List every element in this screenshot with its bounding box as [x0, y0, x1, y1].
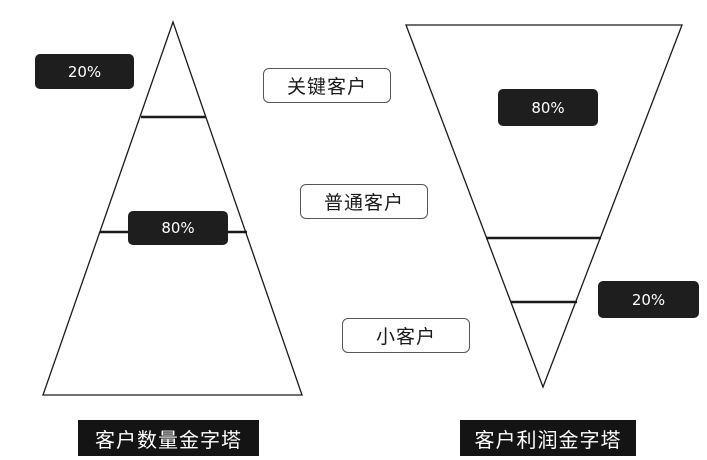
tier-normal-customer-label: 普通客户: [300, 184, 428, 219]
profit-pyramid-caption: 客户利润金字塔: [460, 420, 636, 456]
tier-small-customer-label: 小客户: [342, 318, 470, 353]
customer-profit-pyramid: [405, 24, 683, 389]
customer-count-pyramid: [42, 20, 303, 396]
profit-bottom-percent-label: 20%: [598, 281, 699, 318]
count-bottom-percent-label: 80%: [128, 211, 228, 245]
count-pyramid-caption: 客户数量金字塔: [78, 420, 259, 456]
tier-key-customer-label: 关键客户: [263, 68, 391, 103]
count-top-percent-label: 20%: [35, 54, 134, 89]
profit-top-percent-label: 80%: [498, 89, 598, 126]
